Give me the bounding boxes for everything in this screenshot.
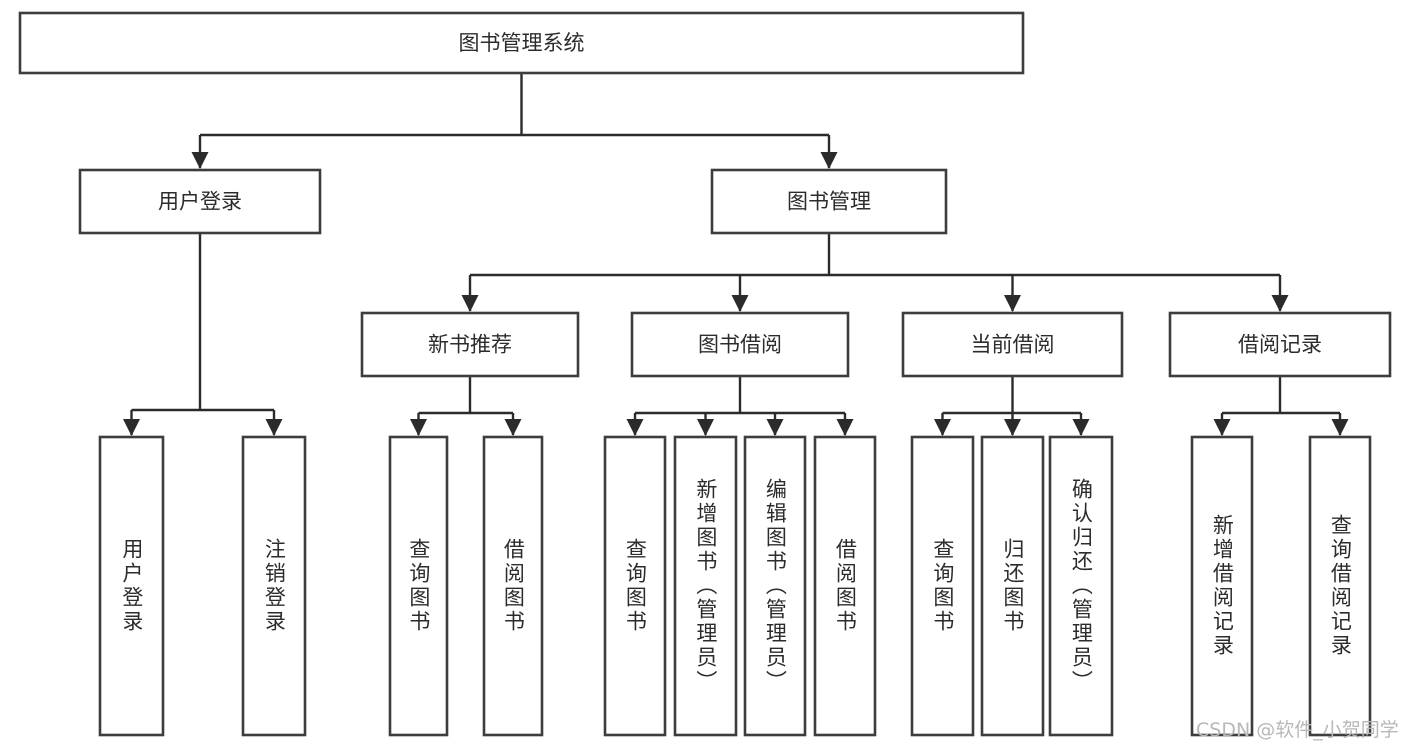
arrow-head-icon	[1213, 419, 1231, 436]
node-label-current-borrow: 当前借阅	[971, 333, 1055, 357]
node-label-leaf-query-record: 查询借阅记录	[1328, 514, 1353, 658]
node-label-leaf-add-book-admin: 新增图书（管理员）	[693, 478, 718, 694]
node-box-leaf-borrow-book-b[interactable]	[813, 435, 877, 737]
node-box-book-manage[interactable]	[710, 168, 948, 235]
node-label-borrow-record: 借阅记录	[1238, 333, 1322, 357]
node-box-leaf-confirm-return[interactable]	[1048, 435, 1114, 737]
arrow-head-icon	[504, 419, 522, 436]
node-box-leaf-return-book[interactable]	[980, 435, 1045, 737]
node-label-leaf-return-book: 归还图书	[1000, 538, 1025, 634]
arrow-head-icon	[697, 419, 714, 436]
arrow-head-icon	[820, 152, 838, 169]
node-box-book-borrow[interactable]	[630, 311, 850, 378]
arrow-head-icon	[191, 152, 209, 169]
node-box-leaf-logout[interactable]	[241, 435, 307, 737]
node-box-leaf-edit-book-admin[interactable]	[743, 435, 807, 737]
arrow-head-icon	[836, 419, 854, 436]
arrow-head-icon	[1004, 295, 1021, 312]
arrow-head-icon	[1072, 419, 1090, 436]
node-boxes-group	[18, 11, 1392, 737]
arrow-head-icon	[265, 419, 283, 436]
node-label-user-login: 用户登录	[158, 190, 242, 214]
arrow-head-icon	[731, 295, 749, 312]
node-box-leaf-add-record[interactable]	[1190, 435, 1254, 737]
node-box-root[interactable]	[18, 11, 1025, 75]
node-label-leaf-query-book-c: 查询图书	[930, 538, 955, 634]
node-label-new-book-recommend: 新书推荐	[428, 333, 512, 357]
arrow-head-icon	[1271, 295, 1289, 312]
node-box-user-login[interactable]	[78, 168, 322, 235]
node-box-leaf-query-book-b[interactable]	[603, 435, 667, 737]
node-label-leaf-confirm-return: 确认归还（管理员）	[1069, 478, 1094, 694]
node-label-leaf-borrow-book-new: 借阅图书	[501, 538, 526, 634]
arrow-head-icon	[123, 419, 140, 436]
node-box-new-book-recommend[interactable]	[360, 311, 580, 378]
node-box-leaf-user-login[interactable]	[98, 435, 165, 737]
node-label-leaf-logout: 注销登录	[262, 538, 287, 634]
connector-lines-group	[123, 73, 1349, 436]
node-label-leaf-query-book-new: 查询图书	[406, 538, 431, 634]
csdn-watermark: CSDN @软件_小贺同学	[1196, 719, 1399, 741]
node-label-leaf-query-book-b: 查询图书	[623, 538, 648, 634]
node-box-leaf-query-book-new[interactable]	[388, 435, 449, 737]
node-label-leaf-add-record: 新增借阅记录	[1210, 514, 1235, 658]
node-label-leaf-user-login: 用户登录	[119, 538, 144, 634]
arrow-head-icon	[1004, 419, 1021, 436]
node-label-leaf-borrow-book-b: 借阅图书	[833, 538, 858, 634]
arrow-head-icon	[934, 419, 951, 436]
node-box-leaf-borrow-book-new[interactable]	[482, 435, 544, 737]
node-label-root: 图书管理系统	[459, 31, 585, 55]
node-box-borrow-record[interactable]	[1168, 311, 1392, 378]
arrow-head-icon	[1331, 419, 1349, 436]
node-label-book-manage: 图书管理	[787, 190, 871, 214]
arrow-head-icon	[626, 419, 644, 436]
node-box-leaf-query-book-c[interactable]	[910, 435, 975, 737]
arrow-head-icon	[410, 419, 427, 436]
node-box-current-borrow[interactable]	[901, 311, 1124, 378]
node-label-book-borrow: 图书借阅	[698, 333, 782, 357]
arrow-head-icon	[766, 419, 784, 436]
node-label-leaf-edit-book-admin: 编辑图书（管理员）	[763, 478, 788, 694]
arrow-head-icon	[461, 295, 479, 312]
node-box-leaf-query-record[interactable]	[1308, 435, 1372, 737]
node-box-leaf-add-book-admin[interactable]	[673, 435, 738, 737]
